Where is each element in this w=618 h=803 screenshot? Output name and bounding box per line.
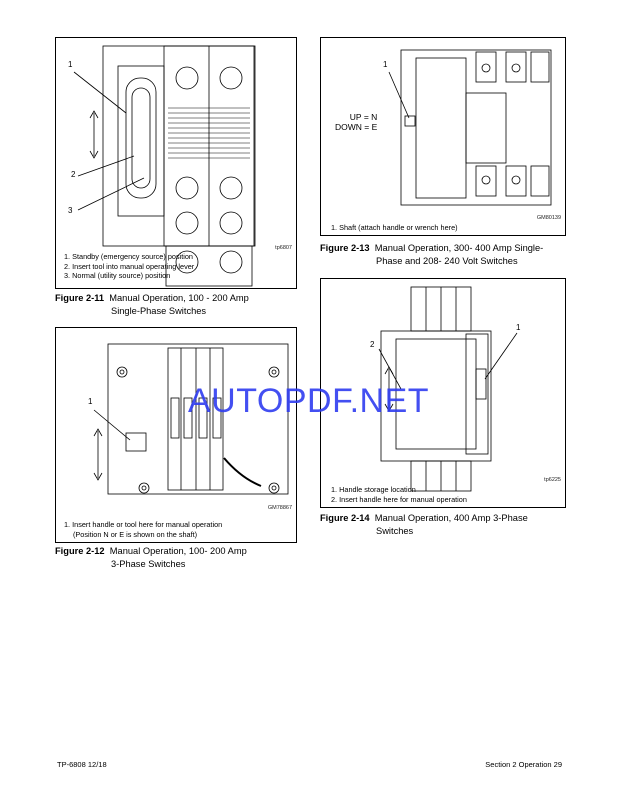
caption-number: Figure 2-11 [55,293,105,303]
up-label: UP = N [349,112,378,122]
callout-1: 1 [68,60,73,69]
figure-code: tp6807 [275,245,292,251]
figure-notes: 1. Insert handle or tool here for manual… [64,520,222,539]
caption-line: Switches [376,525,414,536]
caption-line: 3-Phase Switches [111,558,186,569]
note: 2. Insert handle here for manual operati… [331,494,467,504]
caption-line: Manual Operation, 400 Amp 3-Phase [374,513,528,523]
callout-1: 1 [383,60,388,69]
figure-notes: 1. Shaft (attach handle or wrench here) [331,223,458,233]
callout-1: 1 [88,397,93,406]
down-label: DOWN = E [335,122,378,132]
figure-notes: 1. Handle storage location 2. Insert han… [331,485,467,504]
switch-drawing [73,45,256,287]
switch-drawing [388,49,552,206]
callout-2: 2 [370,340,375,349]
note: 1. Shaft (attach handle or wrench here) [331,223,458,232]
callout-2: 2 [71,170,76,179]
figure-notes: 1. Standby (emergency source) position 2… [64,252,194,281]
caption-line: Phase and 208- 240 Volt Switches [376,255,518,266]
note: 3. Normal (utility source) position [64,271,171,280]
figure-2-13: 1 UP = N DOWN = E GM80139 1. Shaft (atta… [320,37,566,236]
caption-line: Manual Operation, 100 - 200 Amp [109,293,249,303]
figure-2-14: 2 1 tp6225 1. Handle storage location 2.… [320,278,566,508]
figure-code: tp6225 [544,477,561,483]
figure-2-11: 1 2 3 tp6807 1. Standby (emergency sourc… [55,37,297,289]
figure-caption: Figure 2-12 Manual Operation, 100- 200 A… [55,545,247,570]
caption-number: Figure 2-13 [320,243,370,253]
figure-caption: Figure 2-14 Manual Operation, 400 Amp 3-… [320,512,528,537]
watermark: AUTOPDF.NET [188,382,430,420]
footer-section-page: Section 2 Operation 29 [485,760,562,769]
figure-caption: Figure 2-13 Manual Operation, 300- 400 A… [320,242,543,267]
switch-drawing [378,286,518,492]
footer-doc-id: TP-6808 12/18 [57,760,107,769]
figure-code: GM80139 [536,215,561,221]
position-legend: UP = N DOWN = E [335,112,377,132]
callout-1: 1 [516,323,521,332]
caption-line: Manual Operation, 300- 400 Amp Single- [374,243,544,253]
switch-drawing [93,343,289,495]
caption-number: Figure 2-12 [55,546,105,556]
note: (Position N or E is shown on the shaft) [73,529,198,539]
note: 2. Insert tool into manual operating lev… [64,261,195,271]
note: 1. Handle storage location [331,485,416,494]
caption-line: Single-Phase Switches [111,305,207,316]
callout-3: 3 [68,206,73,215]
figure-2-12: 1 GM78867 1. Insert handle or tool here … [55,327,297,543]
caption-number: Figure 2-14 [320,513,370,523]
note: 1. Insert handle or tool here for manual… [64,520,223,529]
figure-code: GM78867 [267,505,292,511]
caption-line: Manual Operation, 100- 200 Amp [109,546,247,556]
figure-caption: Figure 2-11 Manual Operation, 100 - 200 … [55,292,249,317]
note: 1. Standby (emergency source) position [64,252,193,261]
